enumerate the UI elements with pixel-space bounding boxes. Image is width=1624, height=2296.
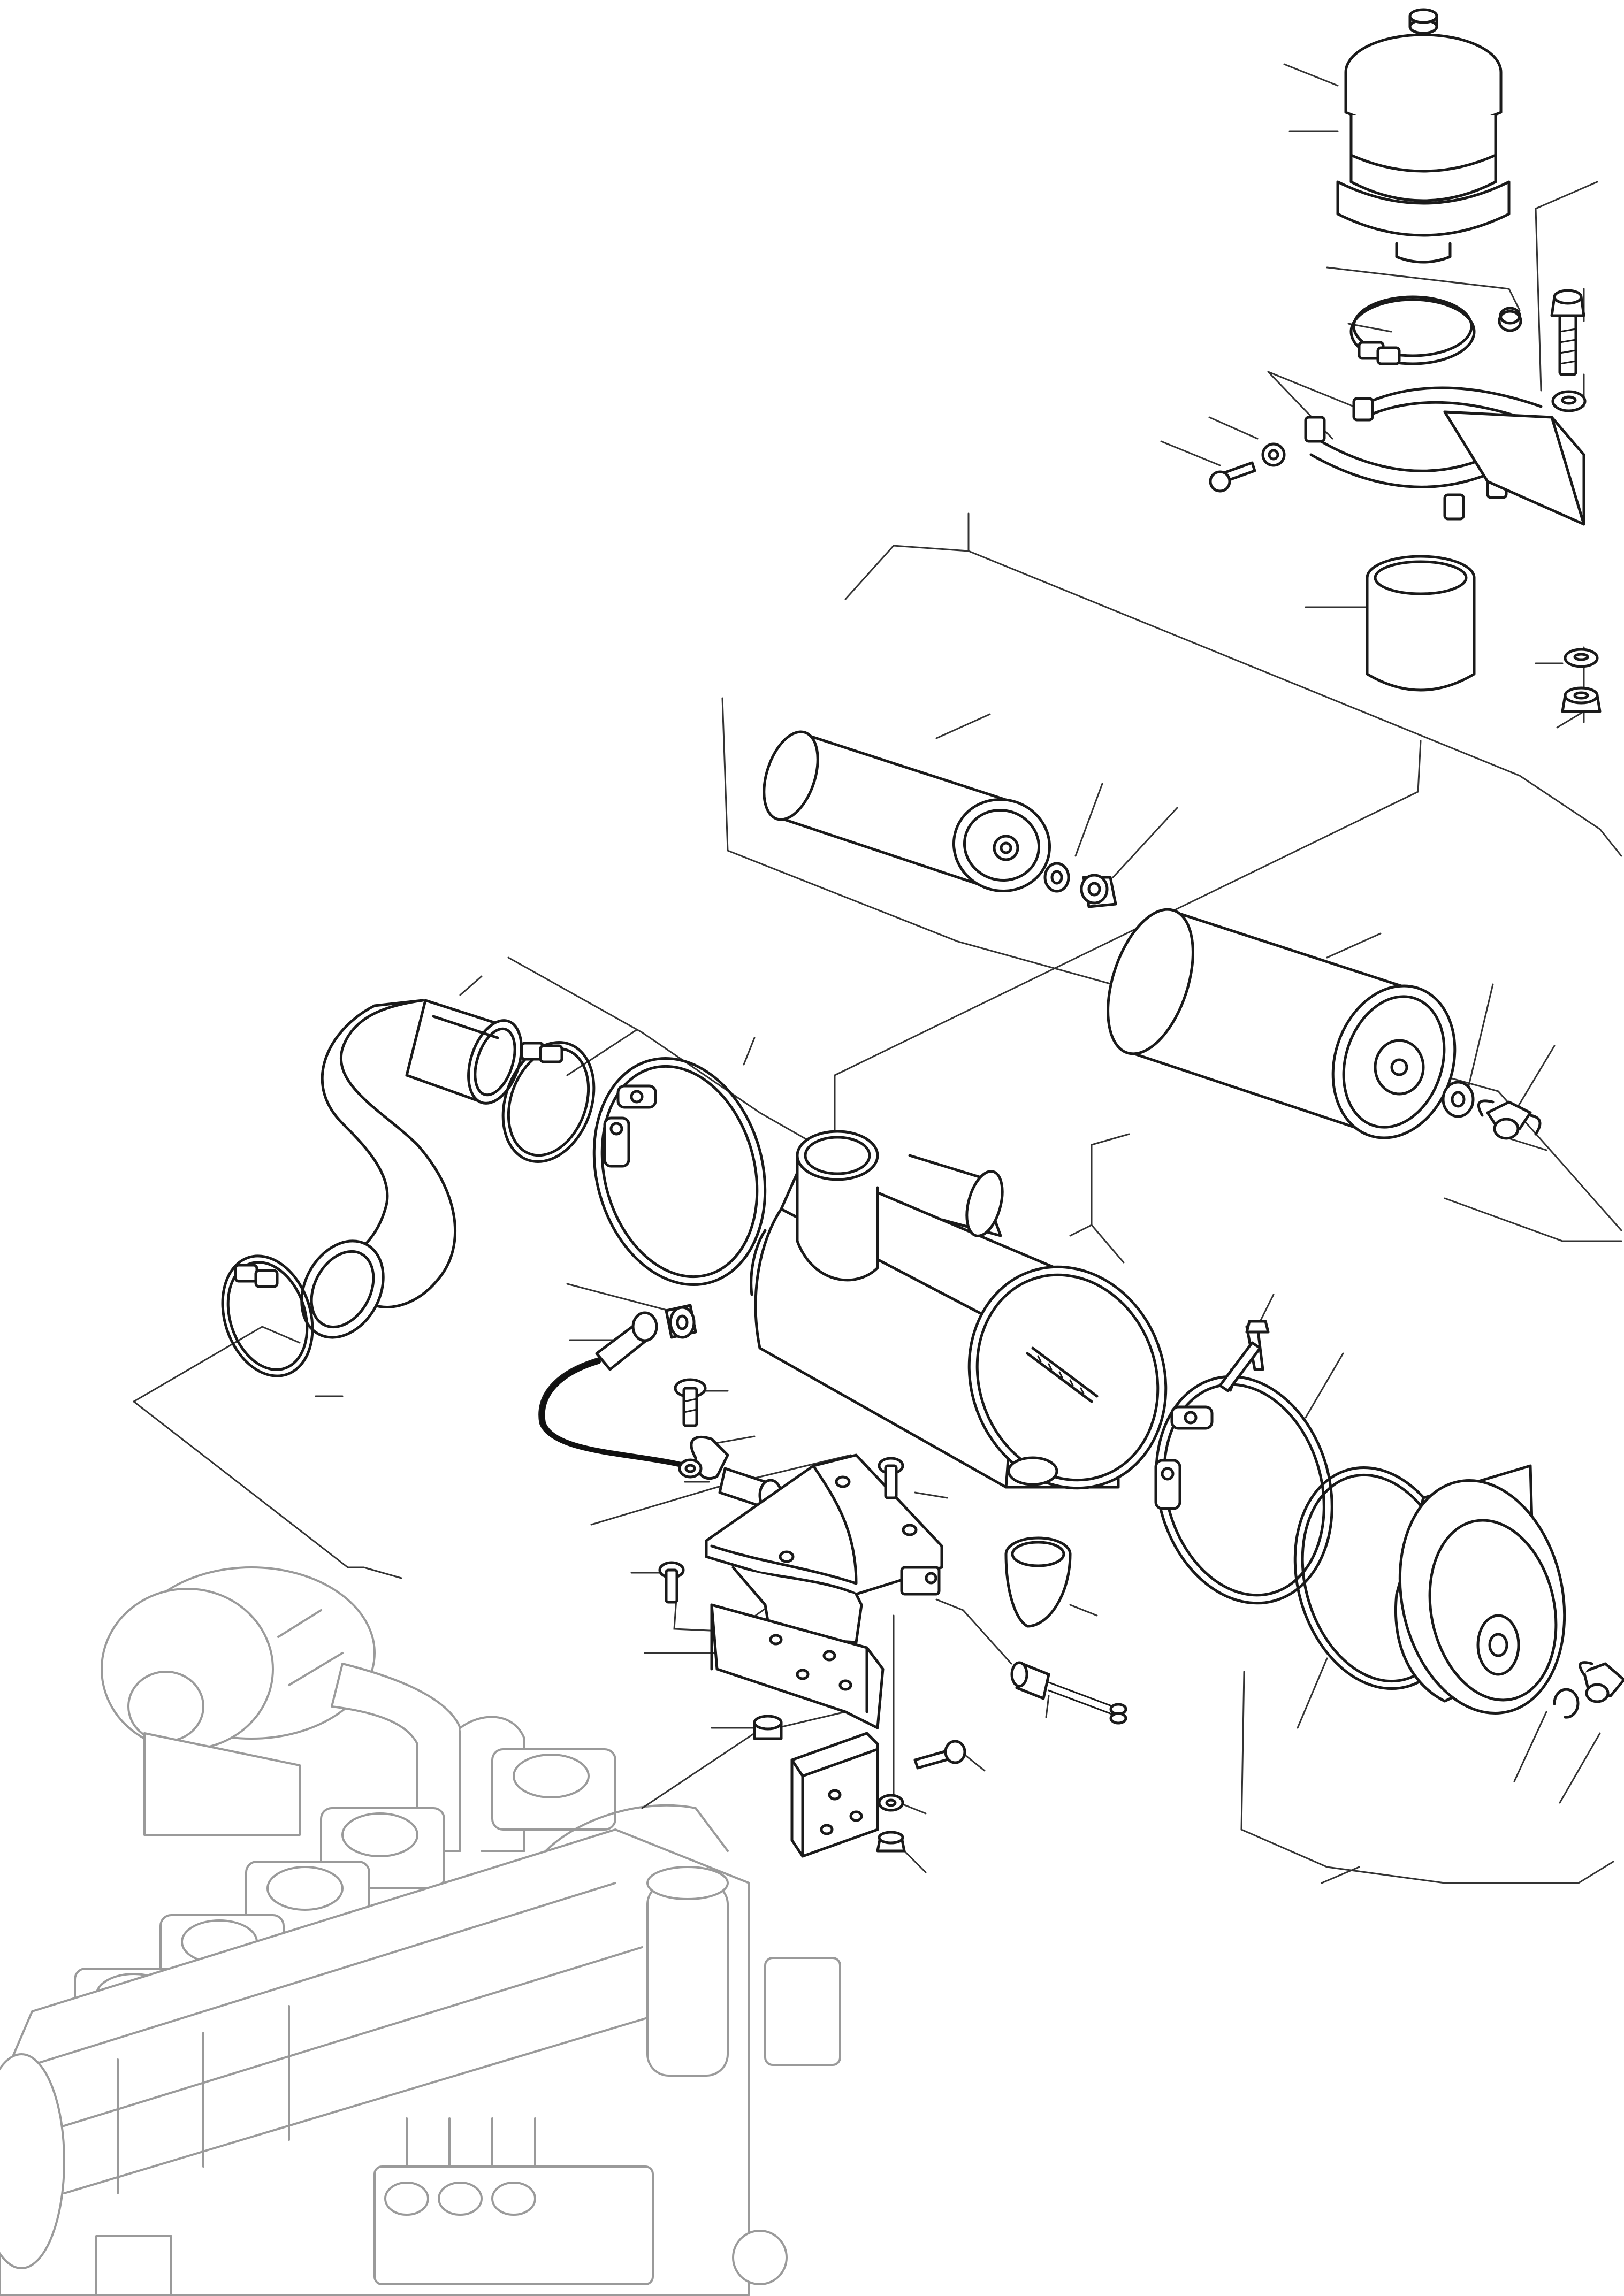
mounting-band-left	[592, 1057, 767, 1287]
hose-clamp-left	[221, 1254, 314, 1377]
bolt-top	[1218, 1320, 1270, 1392]
nut-top	[1498, 307, 1522, 332]
nut-top	[665, 1304, 697, 1339]
angle-bracket	[790, 1732, 879, 1858]
engine-assembly	[0, 1566, 841, 2296]
mounting-band-right	[1154, 1375, 1333, 1605]
cable-clip	[678, 1435, 729, 1480]
nut-top	[1561, 686, 1602, 713]
hose-clamp-right	[501, 1041, 596, 1163]
dust-valve	[1004, 1536, 1072, 1628]
main-filter-element	[1107, 908, 1457, 1139]
bolt-top	[1550, 289, 1585, 376]
circlip	[1553, 1688, 1580, 1719]
nut-top	[1080, 874, 1117, 908]
support-cradle	[705, 1453, 943, 1729]
bracket-top	[1443, 410, 1585, 526]
hose-clamp-small-top	[1349, 295, 1476, 365]
bolt-top	[1209, 442, 1286, 493]
wing-nut	[1477, 1099, 1542, 1140]
bolt-top	[876, 1740, 966, 1853]
seal-washer	[1043, 862, 1070, 893]
wing-nut	[1579, 1661, 1624, 1703]
bolt-top	[658, 1457, 904, 1604]
inlet-tube	[1366, 555, 1476, 692]
bolt-top	[674, 1378, 707, 1427]
intake-hose	[300, 999, 523, 1339]
precleaner-body	[1336, 113, 1511, 264]
safety-filter-element	[763, 730, 1051, 892]
nut-top	[753, 1715, 783, 1740]
precleaner-cap	[1344, 8, 1503, 130]
restriction-sensor	[538, 1311, 698, 1471]
seal-washer	[1442, 1081, 1475, 1118]
air-cleaner-housing	[750, 1130, 1168, 1490]
washer-top	[1564, 648, 1599, 668]
switch-connector	[1010, 1661, 1127, 1725]
washer-top	[1551, 390, 1587, 412]
end-cover	[1293, 1464, 1566, 1715]
